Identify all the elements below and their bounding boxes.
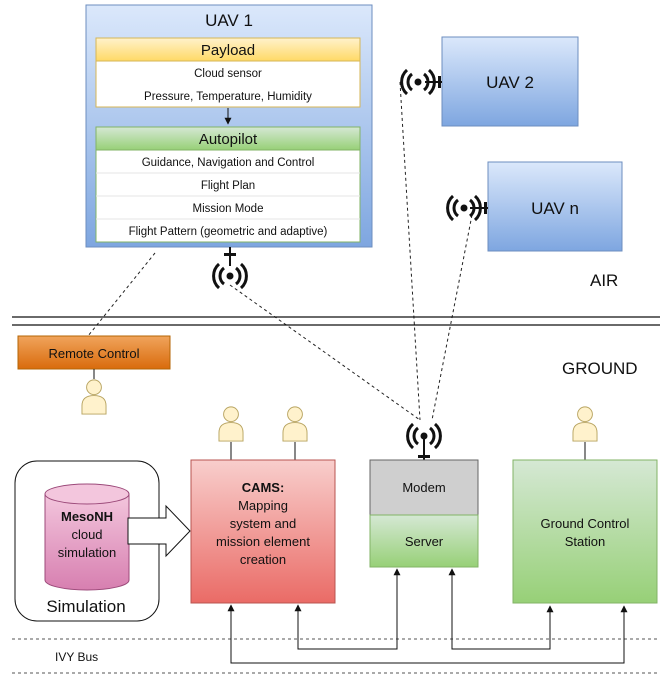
bus-cams-server-connector <box>294 568 401 650</box>
cams-block: CAMS: Mapping system and mission element… <box>190 459 336 604</box>
mesonh-database-icon: MesoNH cloud simulation <box>44 483 130 591</box>
payload-row-pth: Pressure, Temperature, Humidity <box>144 91 312 103</box>
db-title: MesoNH <box>61 509 113 524</box>
modem-block: Modem <box>369 459 479 516</box>
modem-antenna-icon <box>406 422 442 460</box>
gcs-operator-person-icon <box>572 406 598 442</box>
bus-cams-gcs-connector <box>227 604 628 664</box>
gcs-line-2: Station <box>565 534 605 549</box>
remote-control-block: Remote Control <box>17 335 171 370</box>
payload-header: Payload <box>201 42 255 59</box>
bus-connections <box>227 568 628 664</box>
payload-row-cloud-sensor: Cloud sensor <box>194 68 262 80</box>
cams-line-2: system and <box>230 516 296 531</box>
cams-operator-1-person-icon <box>218 406 244 442</box>
cams-title: CAMS: <box>242 480 285 495</box>
simulation-to-cams-arrow <box>127 504 191 558</box>
server-label: Server <box>405 534 444 549</box>
uavn-antenna-icon <box>446 194 488 222</box>
autopilot-header: Autopilot <box>199 131 258 148</box>
uav1-title: UAV 1 <box>205 11 253 30</box>
ground-control-station-block: Ground Control Station <box>512 459 658 604</box>
uavn-block: UAV n <box>487 161 623 252</box>
gcs-line-1: Ground Control <box>541 516 630 531</box>
cams-line-3: mission element <box>216 534 310 549</box>
db-line-simulation: simulation <box>58 545 117 560</box>
remote-pilot-person-icon <box>81 379 107 415</box>
cams-operator-2-person-icon <box>282 406 308 442</box>
uav1-block: UAV 1 Payload Cloud sensor Pressure, Tem… <box>85 4 373 248</box>
simulation-label: Simulation <box>46 597 125 616</box>
link-uav2-modem <box>399 81 421 421</box>
uav1-antenna-icon <box>212 247 248 290</box>
uav2-title: UAV 2 <box>486 73 534 92</box>
cams-line-4: creation <box>240 552 286 567</box>
link-uav1-modem <box>229 284 421 421</box>
server-block: Server <box>369 514 479 568</box>
ivy-bus-label: IVY Bus <box>55 650 98 664</box>
uav2-block: UAV 2 <box>441 36 579 127</box>
cams-line-1: Mapping <box>238 498 288 513</box>
autopilot-row-gnc: Guidance, Navigation and Control <box>142 157 315 169</box>
uav2-antenna-icon <box>400 68 442 96</box>
bus-server-gcs-connector <box>448 568 554 650</box>
remote-control-label: Remote Control <box>48 346 139 361</box>
ground-zone-label: GROUND <box>562 359 638 378</box>
modem-label: Modem <box>402 480 445 495</box>
db-line-cloud: cloud <box>71 527 102 542</box>
autopilot-row-mission-mode: Mission Mode <box>193 203 264 215</box>
uavn-title: UAV n <box>531 199 579 218</box>
link-uav1-remote <box>87 252 156 337</box>
autopilot-row-flight-plan: Flight Plan <box>201 180 255 192</box>
autopilot-row-flight-pattern: Flight Pattern (geometric and adaptive) <box>129 226 328 238</box>
air-zone-label: AIR <box>590 271 618 290</box>
